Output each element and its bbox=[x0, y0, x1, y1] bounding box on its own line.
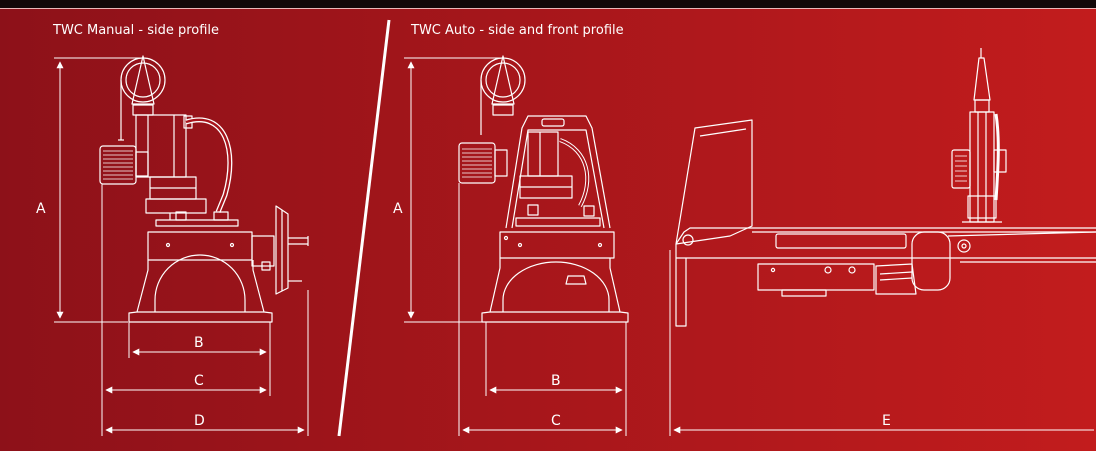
top-bar bbox=[0, 0, 1096, 9]
manual-stand bbox=[128, 260, 273, 323]
auto-stand bbox=[481, 258, 629, 323]
auto-dim-e-label: E bbox=[882, 413, 891, 429]
manual-column bbox=[135, 114, 187, 178]
manual-pulley bbox=[120, 57, 166, 103]
manual-dim-c-label: C bbox=[194, 373, 204, 389]
manual-base-body bbox=[147, 231, 253, 261]
title-manual: TWC Manual - side profile bbox=[53, 23, 220, 38]
auto-machine-side bbox=[458, 55, 629, 323]
auto-pulley bbox=[480, 57, 526, 103]
manual-machine bbox=[99, 55, 309, 323]
manual-dim-a-label: A bbox=[36, 201, 46, 217]
auto-dim-c-label: C bbox=[551, 413, 561, 429]
auto-front-pulley bbox=[973, 57, 991, 101]
auto-dim-b-label: B bbox=[551, 373, 561, 389]
auto-dim-a-label: A bbox=[393, 201, 403, 217]
manual-handwheel bbox=[275, 205, 289, 295]
auto-drive-housing bbox=[911, 231, 951, 291]
auto-base-body bbox=[499, 231, 615, 259]
title-auto: TWC Auto - side and front profile bbox=[411, 23, 624, 38]
auto-front-column bbox=[969, 111, 995, 223]
divider-line bbox=[337, 19, 391, 437]
manual-motor bbox=[99, 145, 137, 185]
auto-frame-guard bbox=[505, 115, 611, 229]
auto-hopper bbox=[675, 119, 753, 245]
auto-machine-front bbox=[675, 48, 1096, 327]
manual-dim-d-label: D bbox=[194, 413, 205, 429]
manual-dim-b-label: B bbox=[194, 335, 204, 351]
